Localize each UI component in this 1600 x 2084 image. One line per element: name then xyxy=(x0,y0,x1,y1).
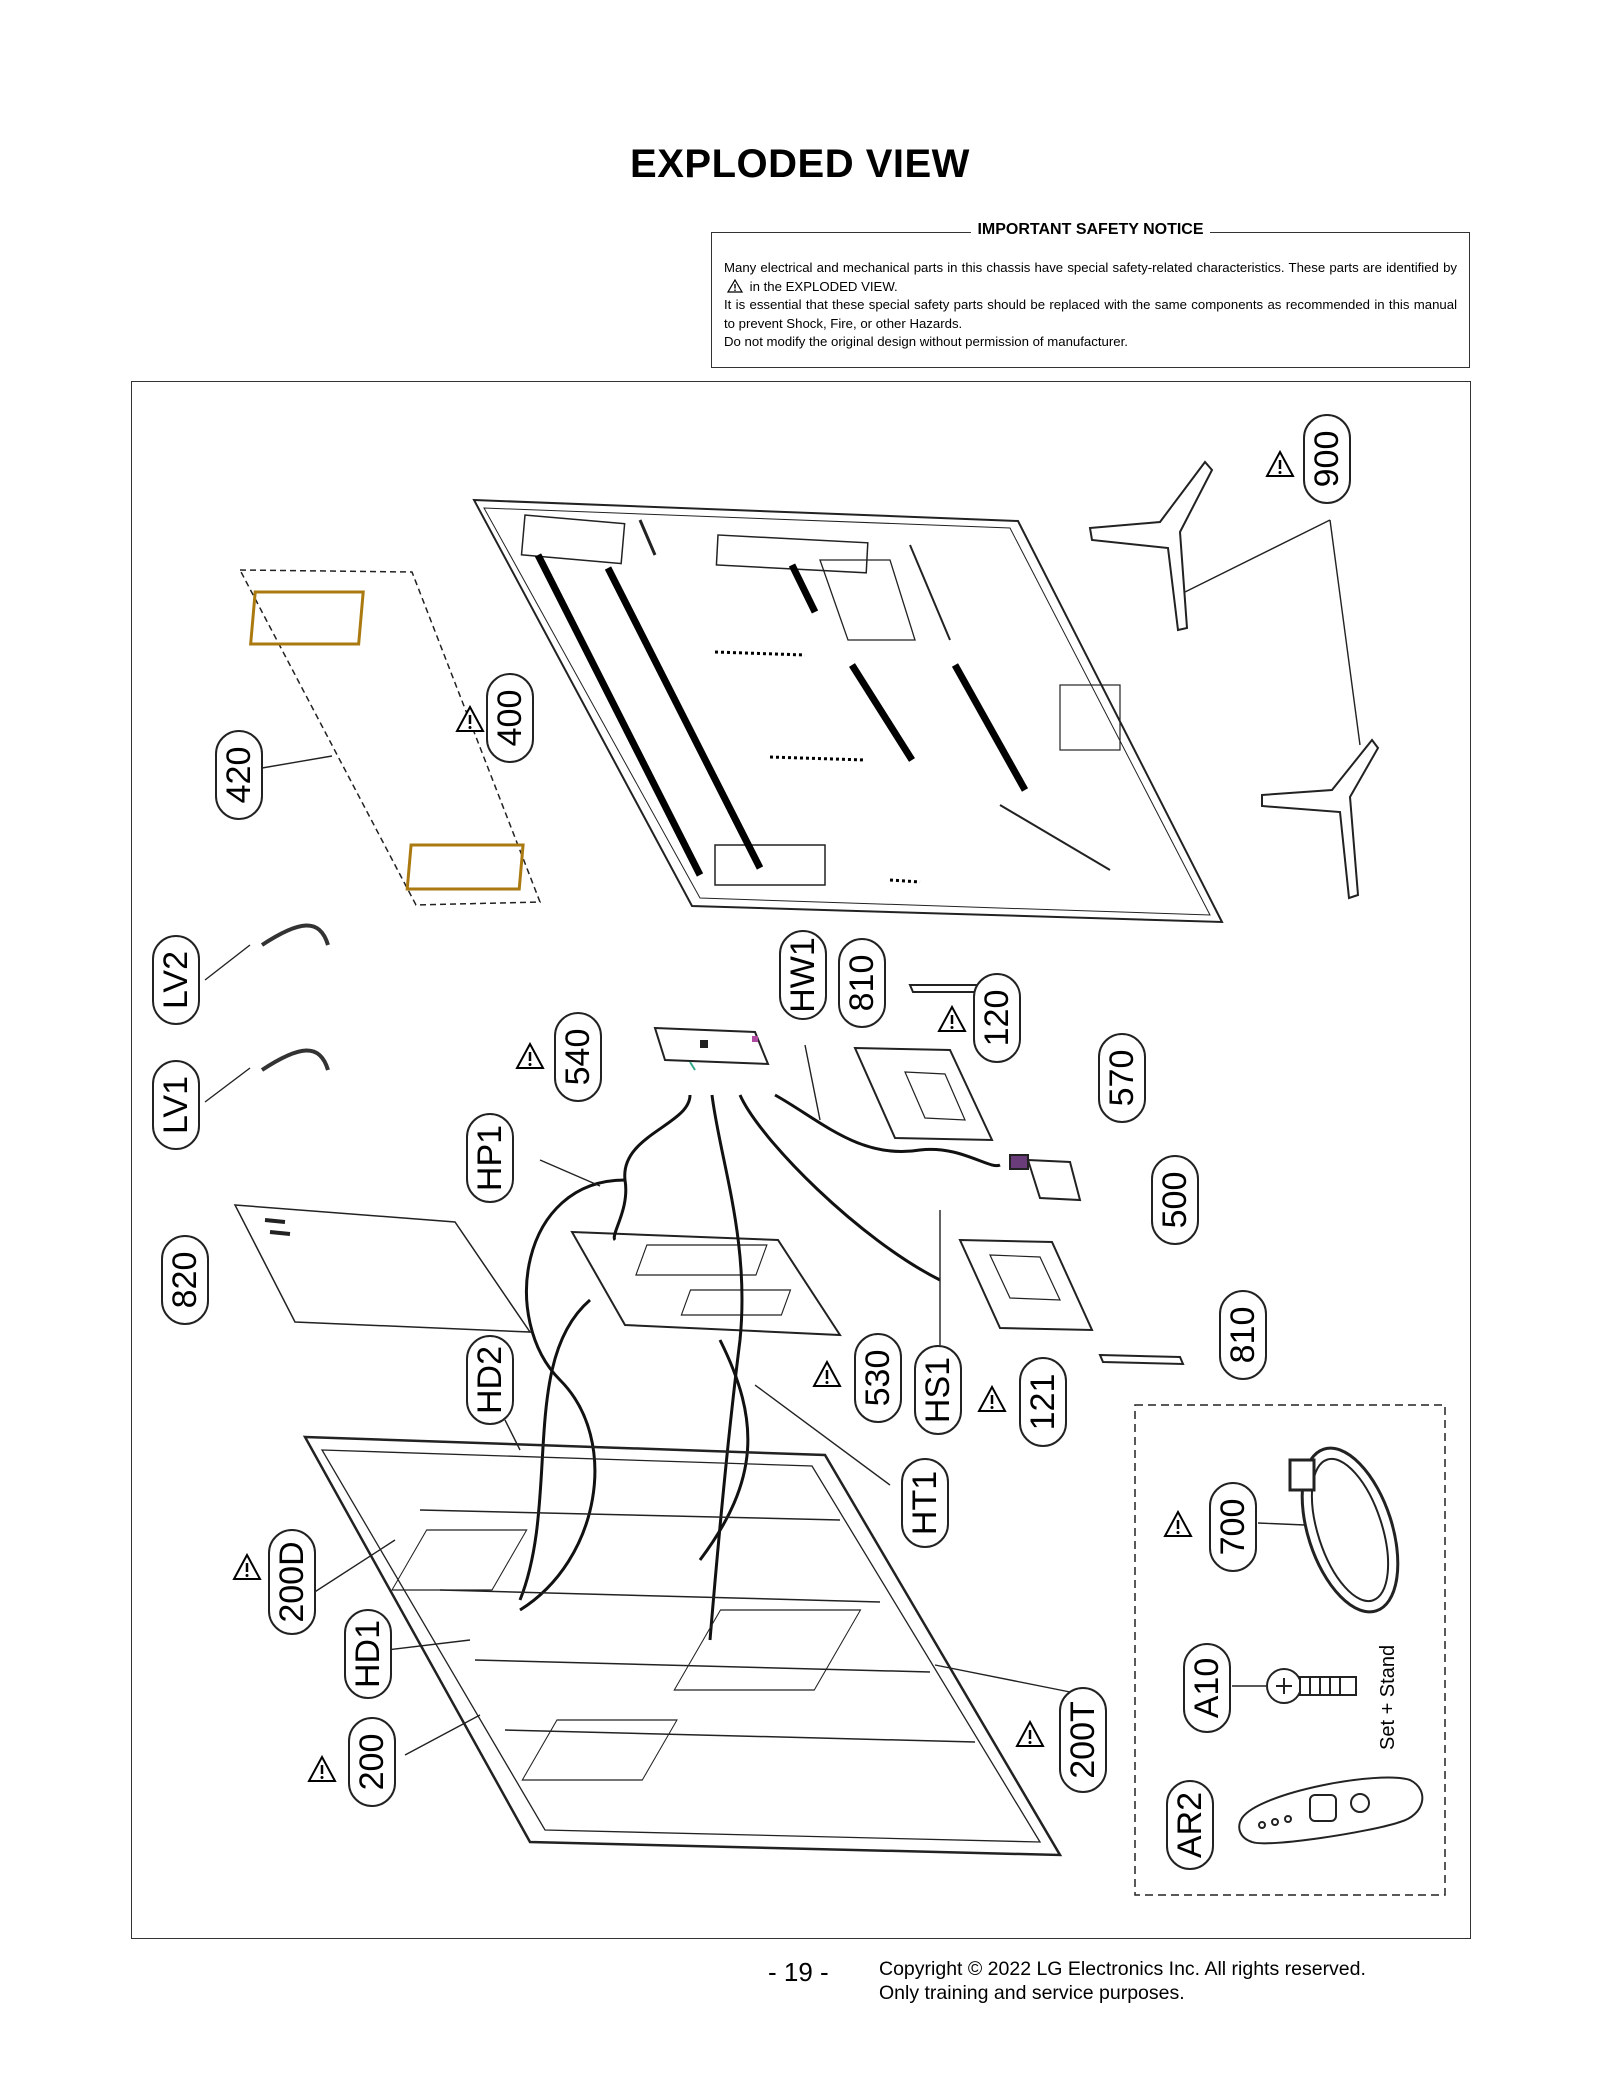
callout-500: 500 xyxy=(1151,1155,1199,1245)
safety-notice-box: IMPORTANT SAFETY NOTICE Many electrical … xyxy=(711,221,1470,368)
stand-leader-lines xyxy=(1184,519,1361,746)
callout-hd2: HD2 xyxy=(466,1335,514,1425)
svg-text:500: 500 xyxy=(1156,1172,1194,1229)
svg-text:200D: 200D xyxy=(273,1541,311,1622)
cable-leader-lines xyxy=(539,1044,941,1486)
callout-hw1: HW1 xyxy=(779,930,827,1020)
main-board-drawing xyxy=(653,1026,770,1071)
safety-notice-body: Many electrical and mechanical parts in … xyxy=(724,259,1457,352)
svg-text:400: 400 xyxy=(491,690,529,747)
callout-810-bottom: 810 xyxy=(1219,1290,1267,1380)
power-cord-leader xyxy=(1257,1522,1306,1526)
callout-700: 700 xyxy=(1209,1482,1257,1572)
svg-text:A10: A10 xyxy=(1188,1658,1226,1719)
screw-drawing xyxy=(1266,1668,1357,1704)
display-panel-drawing xyxy=(302,1435,1063,1857)
callout-200: 200 xyxy=(348,1717,396,1807)
callout-900: 900 xyxy=(1303,414,1351,504)
callout-570: 570 xyxy=(1098,1033,1146,1123)
svg-text:LV2: LV2 xyxy=(157,951,195,1009)
bracket-121-drawing xyxy=(958,1238,1094,1332)
exploded-view-frame xyxy=(131,381,1471,1939)
lv-cable-leaders xyxy=(204,944,251,1103)
callout-lv1: LV1 xyxy=(152,1060,200,1150)
accessories-box xyxy=(1134,1404,1446,1896)
callout-ht1: HT1 xyxy=(901,1458,949,1548)
harness-cables-drawing xyxy=(518,1093,1001,1641)
callout-ar2: AR2 xyxy=(1166,1780,1214,1870)
safety-notice-paragraph-1: Many electrical and mechanical parts in … xyxy=(724,259,1457,296)
copyright-line-1: Copyright © 2022 LG Electronics Inc. All… xyxy=(879,1958,1366,1980)
callout-400: 400 xyxy=(486,673,534,763)
svg-text:HD2: HD2 xyxy=(471,1346,509,1414)
remote-control-drawing xyxy=(1238,1776,1424,1845)
svg-text:810: 810 xyxy=(843,955,881,1012)
svg-text:120: 120 xyxy=(978,990,1016,1047)
copyright-notice: Copyright © 2022 LG Electronics Inc. All… xyxy=(879,1957,1366,2005)
callout-121: 121 xyxy=(1019,1357,1067,1447)
svg-text:HS1: HS1 xyxy=(919,1357,957,1423)
svg-text:700: 700 xyxy=(1214,1499,1252,1556)
callout-a10: A10 xyxy=(1183,1643,1231,1733)
panel-leader-lines xyxy=(309,1419,1086,1756)
safety-notice-text-1a: Many electrical and mechanical parts in … xyxy=(724,260,1457,275)
panel-pads-drawing xyxy=(238,569,542,906)
svg-text:530: 530 xyxy=(859,1350,897,1407)
svg-text:HW1: HW1 xyxy=(784,937,822,1013)
callout-hd1: HD1 xyxy=(344,1609,392,1699)
copyright-line-2: Only training and service purposes. xyxy=(879,1982,1185,2004)
safety-notice-text-1b: in the EXPLODED VIEW. xyxy=(749,278,898,294)
callout-hs1: HS1 xyxy=(914,1345,962,1435)
safety-notice-heading: IMPORTANT SAFETY NOTICE xyxy=(971,221,1210,238)
svg-text:121: 121 xyxy=(1024,1374,1062,1431)
callout-530: 530 xyxy=(854,1333,902,1423)
lv-cables-drawing xyxy=(260,923,330,1072)
svg-text:820: 820 xyxy=(166,1252,204,1309)
svg-text:HP1: HP1 xyxy=(471,1125,509,1191)
callout-hp1: HP1 xyxy=(466,1113,514,1203)
back-cover-slots xyxy=(714,650,921,884)
power-board-drawing xyxy=(570,1230,842,1337)
svg-text:540: 540 xyxy=(559,1029,597,1086)
back-cover-drawing xyxy=(472,498,1224,924)
callout-540: 540 xyxy=(554,1012,602,1102)
callout-200t: 200T xyxy=(1059,1687,1107,1793)
svg-text:200: 200 xyxy=(353,1734,391,1791)
accessory-note: Set + Stand xyxy=(1377,1645,1399,1750)
svg-text:HT1: HT1 xyxy=(906,1471,944,1535)
stand-drawing xyxy=(1088,460,1380,900)
callout-420: 420 xyxy=(215,730,263,820)
power-cord-drawing xyxy=(1288,1446,1400,1614)
callout-200d: 200D xyxy=(268,1529,316,1635)
svg-text:900: 900 xyxy=(1308,431,1346,488)
warning-triangle-icon xyxy=(727,278,743,293)
shield-820-drawing xyxy=(233,1204,532,1333)
page-title: EXPLODED VIEW xyxy=(630,142,970,186)
safety-notice-paragraph-3: Do not modify the original design withou… xyxy=(724,334,1128,349)
svg-text:HD1: HD1 xyxy=(349,1620,387,1688)
safety-notice-paragraph-2: It is essential that these special safet… xyxy=(724,297,1457,331)
back-cover-vents xyxy=(534,553,1029,877)
svg-text:200T: 200T xyxy=(1064,1701,1102,1779)
callout-820: 820 xyxy=(161,1235,209,1325)
bracket-120-drawing xyxy=(853,1046,994,1142)
svg-text:AR2: AR2 xyxy=(1171,1792,1209,1858)
page-number: - 19 - xyxy=(768,1957,829,1987)
board-570-500-drawing xyxy=(1009,1154,1082,1202)
svg-text:LV1: LV1 xyxy=(157,1076,195,1134)
svg-text:420: 420 xyxy=(220,747,258,804)
callout-120: 120 xyxy=(973,973,1021,1063)
callout-810-top: 810 xyxy=(838,938,886,1028)
svg-text:570: 570 xyxy=(1103,1050,1141,1107)
svg-text:810: 810 xyxy=(1224,1307,1262,1364)
callout-lv2: LV2 xyxy=(152,935,200,1025)
